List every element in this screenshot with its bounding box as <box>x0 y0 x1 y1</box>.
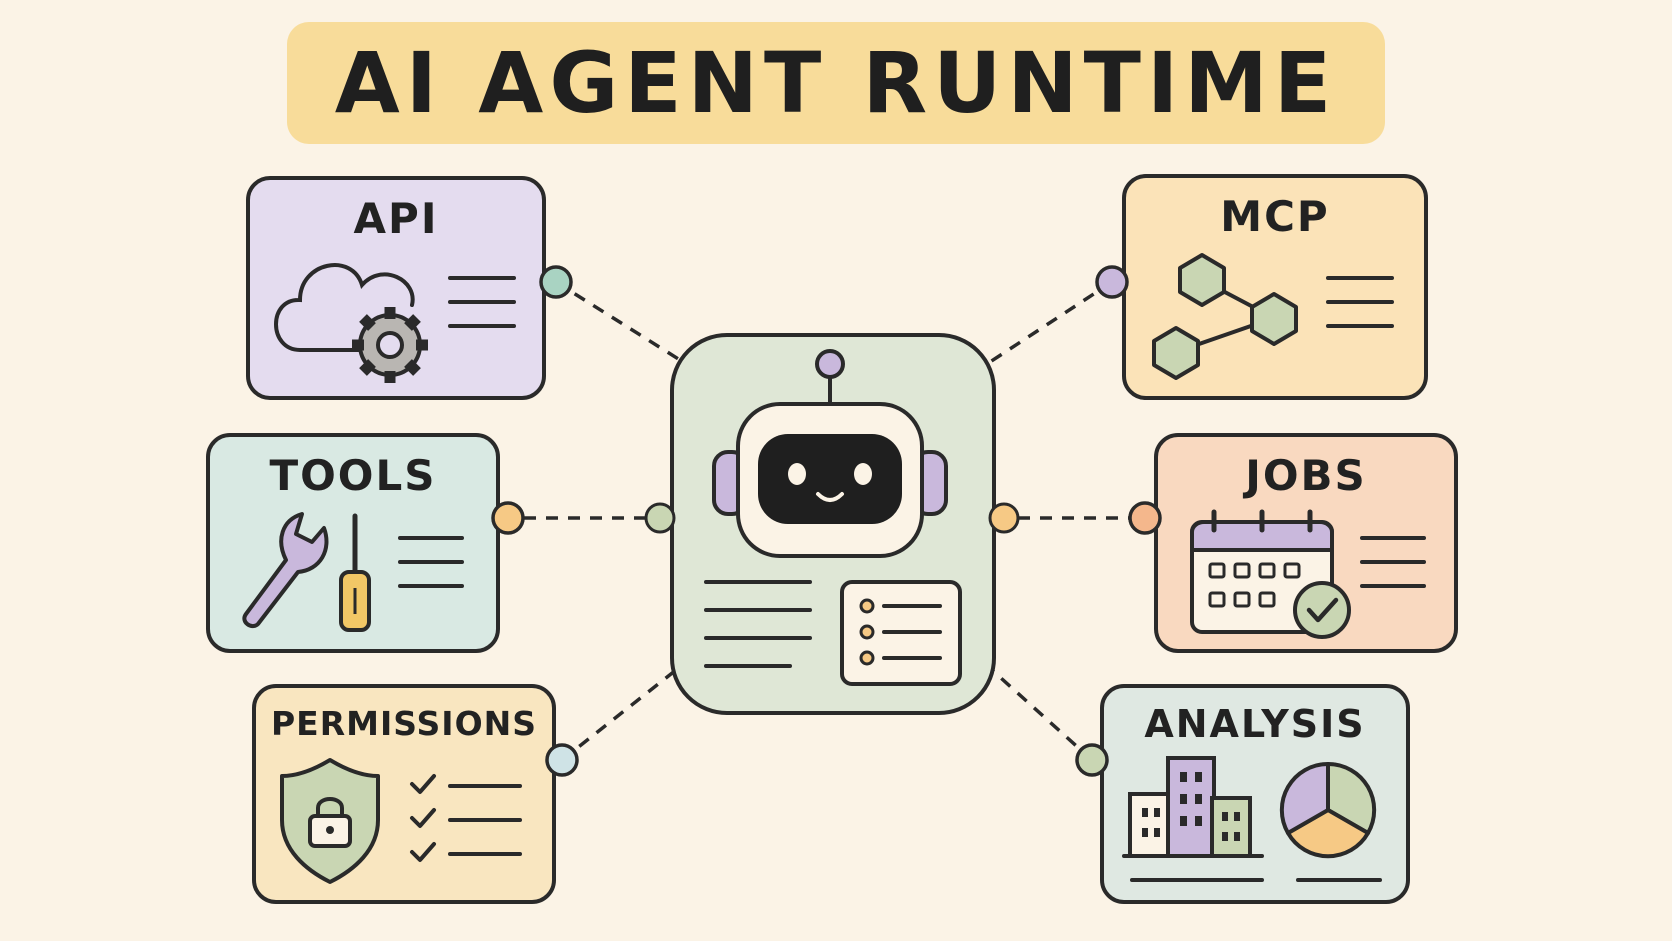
title-banner: AI AGENT RUNTIME <box>287 22 1385 144</box>
api-connector-dot <box>539 265 573 299</box>
screwdriver-icon <box>339 513 371 632</box>
agent-right-dot <box>988 502 1020 534</box>
hexagon-network-icon <box>1152 253 1298 380</box>
wrench-icon <box>242 512 329 629</box>
label-api: API <box>353 194 439 243</box>
card-tools <box>206 433 525 653</box>
mcp-text-lines <box>1326 276 1394 328</box>
label-jobs: JOBS <box>1245 451 1367 500</box>
pie-chart-icon <box>1279 761 1377 859</box>
calendar-check-icon <box>1190 509 1351 639</box>
label-tools: TOOLS <box>269 451 437 500</box>
cloud-gear-icon <box>274 263 428 383</box>
page-title: AI AGENT RUNTIME <box>334 34 1338 132</box>
connector-analysis <box>990 668 1094 762</box>
buildings-icon <box>1122 756 1264 858</box>
agent-text-lines <box>704 580 812 668</box>
analysis-connector-dot <box>1075 743 1109 777</box>
tools-connector-dot <box>491 501 525 535</box>
card-api <box>246 176 573 400</box>
checklist-icon <box>410 774 522 862</box>
robot-icon <box>712 349 948 558</box>
label-permissions: PERMISSIONS <box>270 704 538 743</box>
connector-api <box>555 280 681 362</box>
connector-mcp <box>989 280 1113 364</box>
mcp-connector-dot <box>1095 265 1129 299</box>
api-text-lines <box>448 276 516 328</box>
card-jobs <box>1128 433 1458 653</box>
jobs-connector-dot <box>1128 501 1162 535</box>
label-mcp: MCP <box>1220 192 1330 241</box>
connectors <box>524 280 1145 762</box>
jobs-text-lines <box>1360 536 1426 588</box>
shield-lock-icon <box>280 758 380 884</box>
agent-checklist-panel <box>840 580 962 686</box>
label-analysis: ANALYSIS <box>1144 702 1366 746</box>
connector-permissions <box>560 668 678 762</box>
tools-text-lines <box>398 536 464 588</box>
permissions-connector-dot <box>545 743 579 777</box>
card-permissions <box>252 684 579 904</box>
agent-card <box>644 333 1020 715</box>
card-mcp <box>1095 174 1428 400</box>
card-analysis <box>1075 684 1410 904</box>
agent-left-dot <box>644 502 676 534</box>
